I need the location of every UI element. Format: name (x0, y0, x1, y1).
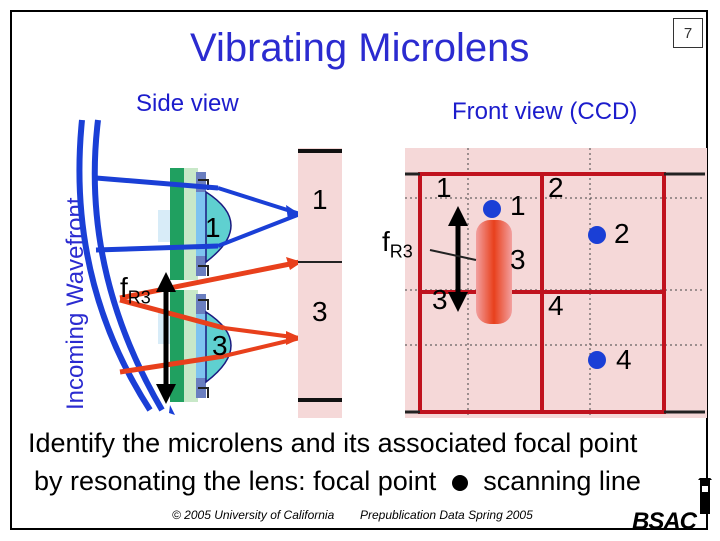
ccd-grid (405, 148, 707, 418)
ccd-label-1-a: 1 (436, 172, 452, 203)
ccd-label-2-a: 2 (548, 172, 564, 203)
scanning-line (476, 220, 512, 324)
caption-line-2: by resonating the lens: focal point scan… (34, 466, 641, 496)
prepublication-note: Prepublication Data Spring 2005 (360, 508, 533, 522)
front-view-heading: Front view (CCD) (452, 98, 638, 125)
caption-line-1: Identify the microlens and its associate… (28, 428, 638, 458)
focal-dot-4 (588, 351, 606, 369)
side-view-heading: Side view (136, 90, 239, 117)
screen-strip (298, 148, 342, 418)
ccd-label-3-a: 3 (510, 244, 526, 275)
ccd-label-1-b: 1 (510, 190, 526, 221)
bsac-logo: BSAC (632, 472, 716, 536)
wavefront-arc-inner (91, 119, 165, 412)
slide-title: Vibrating Microlens (190, 26, 530, 70)
side-focal-label: fR3 (120, 272, 151, 308)
page-number: 7 (673, 18, 703, 48)
ccd-label-3-b: 3 (432, 284, 448, 315)
front-focal-label: fR3 (382, 226, 413, 262)
side-lens-label-3: 3 (212, 330, 228, 361)
bsac-logo-text: BSAC (632, 508, 697, 535)
copyright-text: © 2005 University of California (172, 508, 335, 522)
ccd-label-4-a: 4 (548, 290, 564, 321)
wavefront-arc-outer (76, 119, 153, 412)
screen-label-1: 1 (312, 184, 328, 215)
ccd-label-4-b: 4 (616, 344, 632, 375)
focal-dot-2 (588, 226, 606, 244)
ccd-label-2-b: 2 (614, 218, 630, 249)
focal-dot-1 (483, 200, 501, 218)
bullet-icon (451, 474, 468, 491)
side-lens-label-1: 1 (205, 212, 221, 243)
screen-label-3: 3 (312, 296, 328, 327)
